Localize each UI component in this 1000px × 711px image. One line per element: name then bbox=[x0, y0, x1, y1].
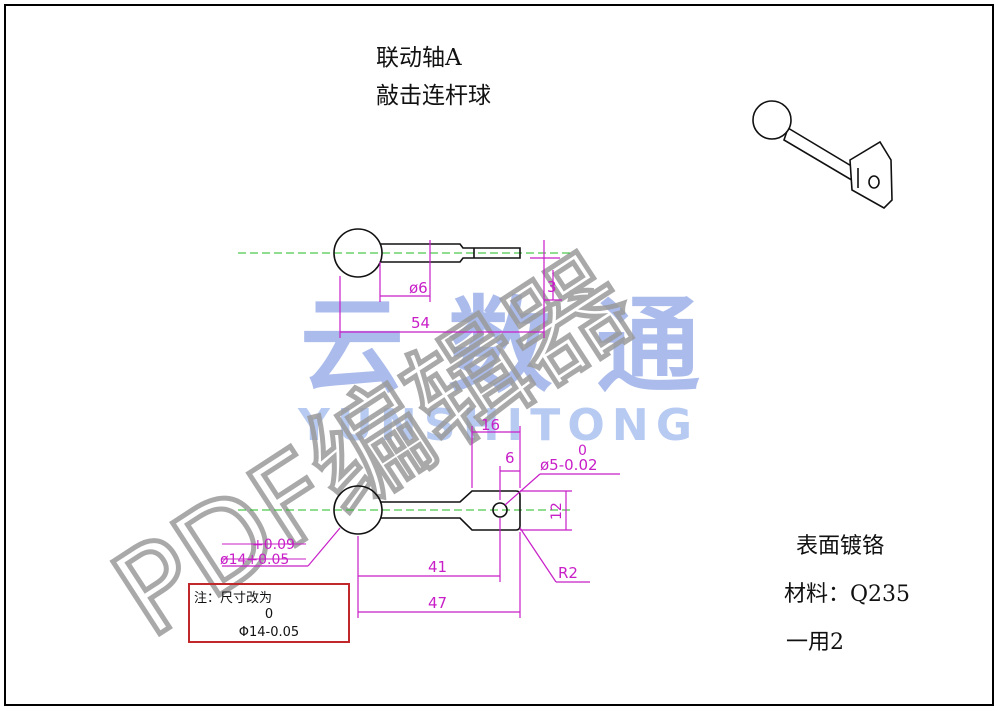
drawing-border bbox=[4, 4, 994, 706]
material-spec: 材料：Q235 bbox=[784, 582, 911, 607]
quantity-spec: 一用2 bbox=[786, 630, 844, 655]
part-name: 联动轴A bbox=[376, 45, 462, 71]
top-view-part bbox=[333, 228, 521, 278]
dim-47: 47 bbox=[428, 594, 447, 612]
part-description: 敲击连杆球 bbox=[376, 83, 491, 109]
surface-finish: 表面镀铬 bbox=[796, 534, 885, 559]
watermark-cn: 云数通 bbox=[300, 285, 700, 407]
note-title: 注：尺寸改为 bbox=[194, 591, 273, 606]
top-offset-label: 3 bbox=[547, 278, 557, 296]
dim-16: 16 bbox=[481, 416, 500, 434]
top-length-label: 54 bbox=[411, 314, 430, 332]
top-dia-label: ø6 bbox=[409, 279, 428, 297]
isometric-view bbox=[752, 100, 893, 209]
top-view-dimensions bbox=[339, 240, 562, 338]
dim-12: 12 bbox=[549, 502, 565, 520]
note-dimension: Φ14-0.05 bbox=[238, 625, 300, 640]
front-view-dimensions bbox=[222, 426, 620, 618]
radius-label: R2 bbox=[558, 564, 578, 582]
ball-diameter: ø14+0.05 bbox=[220, 552, 289, 568]
dim-6: 6 bbox=[505, 449, 515, 467]
dim-41: 41 bbox=[428, 558, 447, 576]
hole-tolerance-upper: 0 bbox=[578, 443, 587, 459]
note-tolerance: 0 bbox=[264, 607, 274, 622]
note-box: 注：尺寸改为 0 Φ14-0.05 bbox=[188, 583, 350, 643]
front-view-part bbox=[333, 485, 521, 535]
hole-diameter: ø5-0.02 bbox=[540, 456, 598, 474]
watermark-en: YUNSHITONG bbox=[297, 400, 692, 451]
ball-tolerance-upper: +0.09 bbox=[252, 537, 295, 553]
